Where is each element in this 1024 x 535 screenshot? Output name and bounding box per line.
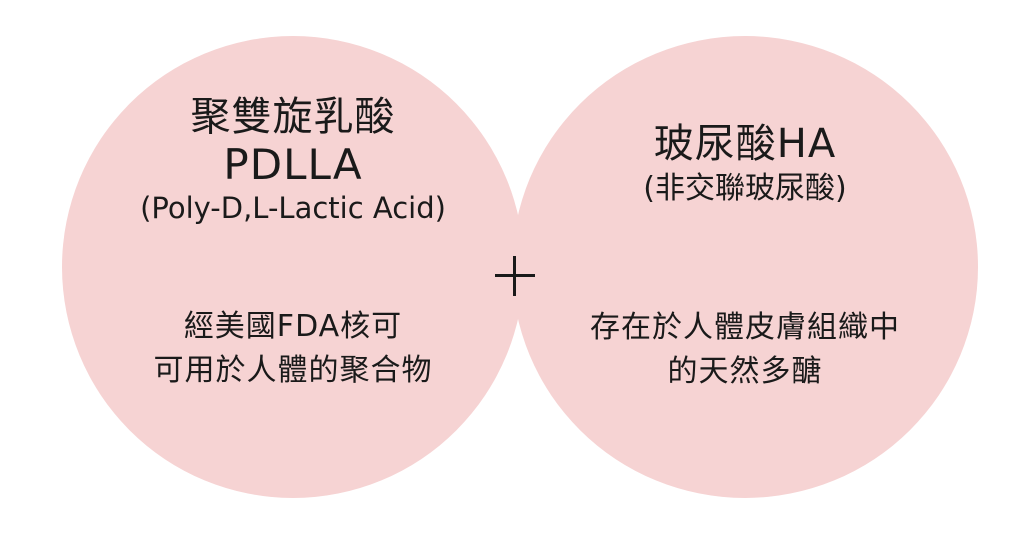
pdlla-title-abbrev: PDLLA [223,140,363,189]
pdlla-desc-line-2: 可用於人體的聚合物 [153,353,433,388]
ha-title: 玻尿酸HA [653,121,837,167]
pdlla-full-name: (Poly-D,L-Lactic Acid) [140,191,446,225]
ha-heading: 玻尿酸HA (非交聯玻尿酸) [512,120,978,210]
ha-description: 存在於人體皮膚組織中 的天然多醣 [512,306,978,394]
pdlla-title-chinese: 聚雙旋乳酸 [190,94,396,140]
pdlla-circle [62,36,524,498]
plus-icon [489,250,541,302]
ha-desc-line-2: 的天然多醣 [667,354,823,389]
pdlla-desc-line-1: 經美國FDA核可 [183,309,403,344]
hyaluronic-acid-circle [512,36,978,498]
pdlla-description: 經美國FDA核可 可用於人體的聚合物 [62,305,524,393]
pdlla-heading: 聚雙旋乳酸 PDLLA (Poly-D,L-Lactic Acid) [62,93,524,227]
ha-subtitle: (非交聯玻尿酸) [643,171,847,206]
ha-desc-line-1: 存在於人體皮膚組織中 [590,310,900,345]
